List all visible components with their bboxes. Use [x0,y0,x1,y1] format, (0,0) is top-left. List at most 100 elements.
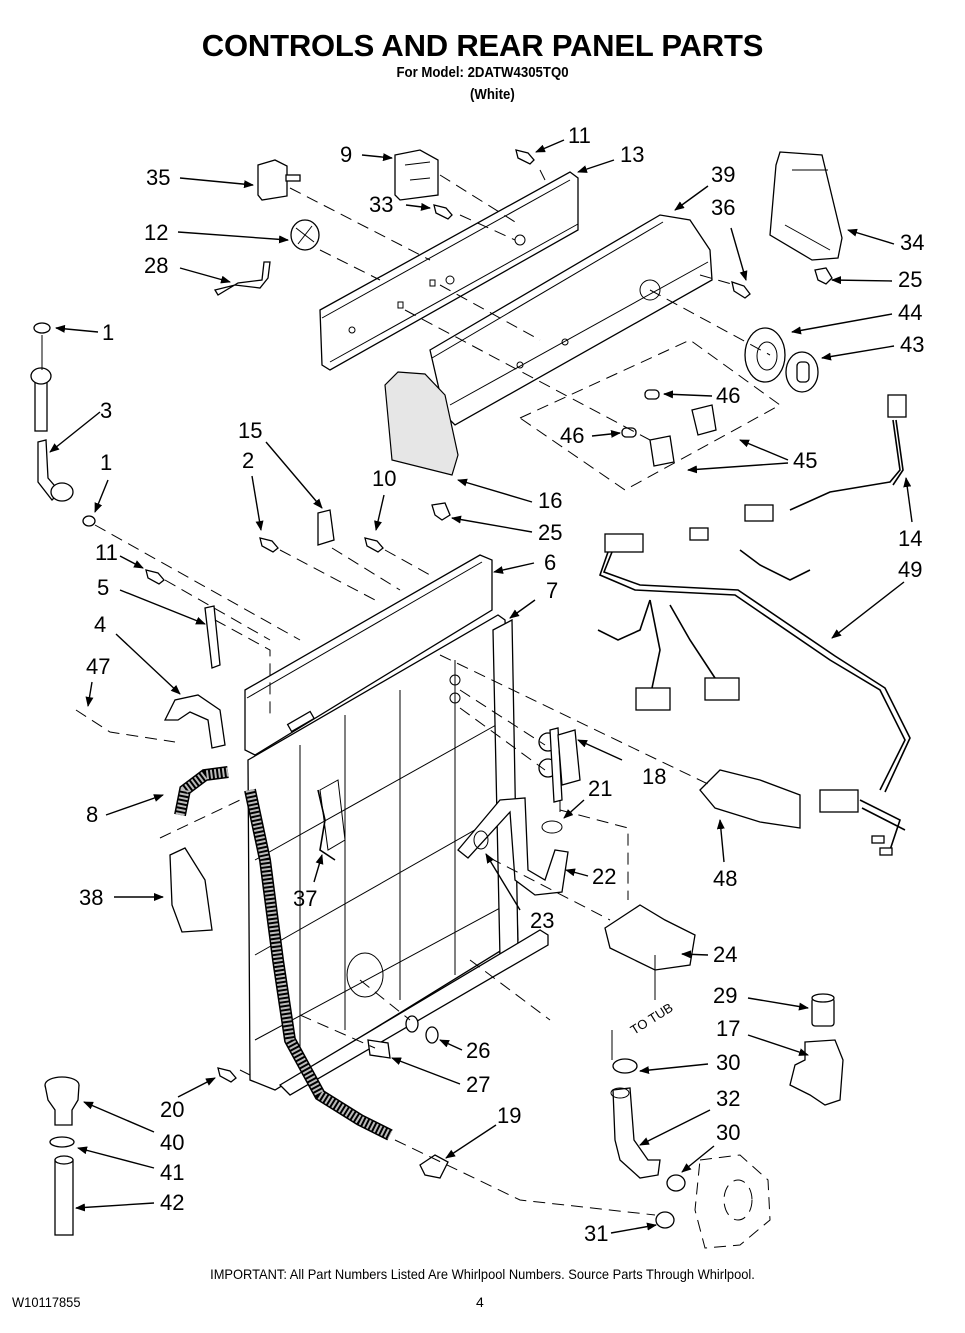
callout-33: 33 [369,192,393,217]
leader-26 [439,1039,463,1051]
callout-2: 2 [242,448,254,473]
leader-16 [457,478,533,503]
leader-48 [716,819,725,863]
leader-11-top [535,139,565,153]
leader-4 [115,633,181,695]
leader-43 [821,345,895,361]
assembly-lines [41,169,771,1216]
callout-24: 24 [713,942,737,967]
callout-16: 16 [538,488,562,513]
leader-1-bottom [94,479,109,513]
callout-9: 9 [340,142,352,167]
leader-12 [177,231,289,244]
page-number: 4 [476,1294,484,1310]
end-cap-left-drawing [384,371,459,476]
leader-49 [831,581,905,639]
switch-drawing [257,159,301,201]
callout-42: 42 [160,1190,184,1215]
leader-21 [563,799,585,819]
callout-28: 28 [144,253,168,278]
callout-38: 38 [79,885,103,910]
callout-27: 27 [466,1072,490,1097]
callout-45: 45 [793,448,817,473]
leader-7 [509,599,536,619]
callout-47: 47 [86,654,110,679]
callout-3: 3 [100,398,112,423]
callout-39: 39 [711,162,735,187]
callout-8: 8 [86,802,98,827]
callout-48: 48 [713,866,737,891]
leader-8 [105,794,164,816]
dial-knob-drawing [744,327,819,393]
callout-11-left: 11 [95,540,118,565]
callout-49: 49 [898,557,922,582]
to-tub-label: TO TUB [628,1000,676,1038]
callout-40: 40 [160,1130,184,1155]
inlet-hose-drawing [30,322,96,527]
callout-1-top: 1 [102,320,114,345]
clamp-19-drawing [419,1154,449,1179]
leader-35 [179,177,254,189]
leader-31 [610,1222,657,1234]
callout-37: 37 [293,886,317,911]
leader-29 [747,997,809,1011]
callout-21: 21 [588,776,612,801]
wire-harness-drawing [597,394,911,856]
callout-6: 6 [544,550,556,575]
leader-27 [391,1057,461,1085]
leader-15 [265,441,323,509]
callout-43: 43 [900,332,924,357]
bracket-5-drawing [204,605,221,669]
document-id: W10117855 [12,1294,81,1310]
water-valve-drawing [538,727,581,803]
bracket-38-drawing [169,847,213,933]
bracket-24-drawing [604,904,696,971]
leader-14 [903,477,913,523]
leader-11-left [119,555,144,569]
clip-15-drawing [317,509,335,546]
standpipe-drawing [44,1076,80,1236]
callout-7: 7 [546,578,558,603]
important-note: IMPORTANT: All Part Numbers Listed Are W… [210,1266,755,1282]
leader-5 [119,589,206,625]
clip-25-left-drawing [431,502,451,521]
leader-33 [405,202,431,211]
callout-11-top: 11 [568,123,591,148]
leader-28 [179,267,231,284]
screw-drawings-middle [145,537,384,1083]
page-title: CONTROLS AND REAR PANEL PARTS [201,28,764,63]
screw-drawings-top [433,149,535,220]
leader-13 [577,159,615,173]
leader-9 [361,153,393,162]
leader-46-left [591,429,621,438]
callout-12: 12 [144,220,168,245]
wire-37-drawing [317,789,336,861]
leader-30-bottom [681,1145,715,1173]
leader-1-top [55,324,99,333]
callout-29: 29 [713,983,737,1008]
callout-36: 36 [711,195,735,220]
callout-19: 19 [497,1103,521,1128]
bracket-28-drawing [213,261,271,296]
end-cap-right-drawing [769,151,843,261]
model-color: (White) [470,86,515,103]
callout-13: 13 [620,142,644,167]
leader-25-left [451,515,533,533]
drain-hose-drawing [174,766,393,1141]
buttons-lights-drawing [518,339,781,491]
callouts: 9 11 13 35 33 12 28 39 36 34 25 44 43 46… [49,123,924,1246]
leader-25-right [831,276,893,285]
tie-47-drawing [75,709,176,743]
part-illustrations [30,149,911,1249]
callout-20: 20 [160,1097,184,1122]
leader-45b [687,462,789,474]
leader-45a [739,439,789,461]
leader-44 [791,313,893,335]
callout-4: 4 [94,612,106,637]
leader-30-top [639,1063,709,1075]
callout-46-left: 46 [560,423,584,448]
leader-3 [49,411,101,453]
console-drawing [429,214,713,426]
callout-41: 41 [160,1160,184,1185]
